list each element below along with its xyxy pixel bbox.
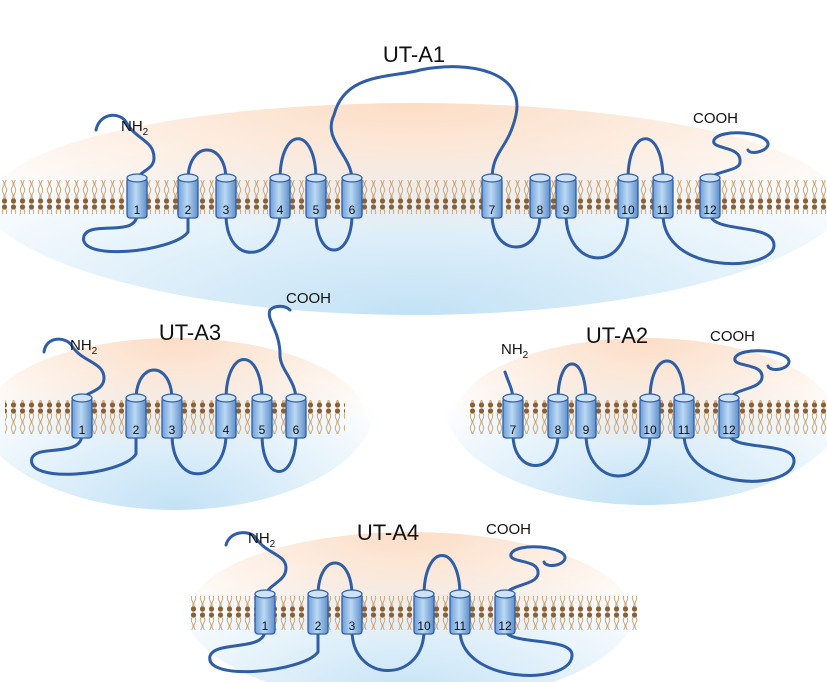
helix-9: 9 [575, 393, 597, 439]
svg-text:7: 7 [510, 423, 517, 437]
helix-10: 10 [639, 393, 661, 439]
helix-5: 5 [305, 173, 327, 219]
n-terminus-label: NH2 [248, 530, 276, 550]
helix-7: 7 [502, 393, 524, 439]
svg-text:2: 2 [133, 423, 140, 437]
svg-text:9: 9 [563, 203, 570, 217]
helix-11: 11 [652, 173, 674, 219]
svg-text:11: 11 [657, 203, 670, 217]
diagram-ut-a2: 7 8 9 10 11 12 UT-A2 NH2 COOH [445, 305, 827, 505]
helix-4: 4 [215, 393, 237, 439]
diagram-ut-a1: 1 2 3 4 5 6 7 [0, 42, 827, 315]
helix-6: 6 [285, 393, 307, 439]
n-terminus-label: NH2 [121, 118, 149, 138]
diagram-title: UT-A1 [383, 42, 445, 67]
svg-text:2: 2 [185, 203, 192, 217]
helix-12: 12 [494, 589, 516, 635]
svg-text:3: 3 [349, 619, 356, 633]
svg-text:10: 10 [417, 619, 431, 633]
svg-text:12: 12 [722, 423, 736, 437]
helix-11: 11 [449, 589, 471, 635]
helix-6: 6 [341, 173, 363, 219]
helix-10: 10 [413, 589, 435, 635]
svg-text:10: 10 [643, 423, 657, 437]
svg-text:1: 1 [134, 203, 141, 217]
c-terminus-label: COOH [710, 328, 755, 345]
svg-text:10: 10 [621, 203, 635, 217]
polypeptide-chain [82, 65, 776, 266]
c-terminus-label: COOH [286, 290, 331, 307]
helix-2: 2 [177, 173, 199, 219]
helix-1: 1 [126, 173, 148, 219]
diagram-ut-a4: 1 2 3 10 11 12 UT-A4 NH2 COOH [180, 495, 640, 682]
helix-11: 11 [673, 393, 695, 439]
n-terminus-label: NH2 [501, 341, 529, 361]
svg-text:12: 12 [498, 619, 512, 633]
svg-text:12: 12 [703, 203, 717, 217]
svg-text:1: 1 [79, 423, 86, 437]
svg-text:9: 9 [583, 423, 590, 437]
svg-text:2: 2 [315, 619, 322, 633]
polypeptide-chain [30, 304, 298, 476]
svg-text:3: 3 [169, 423, 176, 437]
helix-1: 1 [254, 589, 276, 635]
diagram-title: UT-A4 [357, 520, 419, 545]
svg-text:3: 3 [223, 203, 230, 217]
helix-12: 12 [718, 393, 740, 439]
svg-text:6: 6 [293, 423, 300, 437]
helix-4: 4 [269, 173, 291, 219]
helix-1: 1 [71, 393, 93, 439]
n-terminus-label: NH2 [70, 337, 98, 357]
c-terminus-label: COOH [486, 521, 531, 538]
svg-text:11: 11 [454, 619, 467, 633]
helix-2: 2 [125, 393, 147, 439]
svg-text:5: 5 [313, 203, 320, 217]
helix-9: 9 [555, 173, 577, 219]
diagram-ut-a3: 1 2 3 4 5 6 UT-A3 NH2 COOH [0, 290, 375, 510]
c-terminus-label: COOH [693, 110, 738, 127]
polypeptide-chain [208, 531, 574, 677]
diagram-title: UT-A3 [159, 320, 221, 345]
helix-2: 2 [307, 589, 329, 635]
svg-text:11: 11 [678, 423, 691, 437]
svg-text:4: 4 [277, 203, 284, 217]
helix-3: 3 [341, 589, 363, 635]
helix-5: 5 [251, 393, 273, 439]
svg-text:6: 6 [349, 203, 356, 217]
helix-8: 8 [529, 173, 551, 219]
helix-8: 8 [547, 393, 569, 439]
helix-10: 10 [617, 173, 639, 219]
polypeptide-chain [503, 349, 796, 483]
svg-text:1: 1 [262, 619, 269, 633]
helix-3: 3 [161, 393, 183, 439]
svg-text:4: 4 [223, 423, 230, 437]
svg-text:5: 5 [259, 423, 266, 437]
diagram-title: UT-A2 [586, 323, 648, 348]
helix-7: 7 [481, 173, 503, 219]
svg-text:8: 8 [555, 423, 562, 437]
helix-3: 3 [215, 173, 237, 219]
svg-text:7: 7 [489, 203, 496, 217]
svg-text:8: 8 [537, 203, 544, 217]
helix-12: 12 [699, 173, 721, 219]
